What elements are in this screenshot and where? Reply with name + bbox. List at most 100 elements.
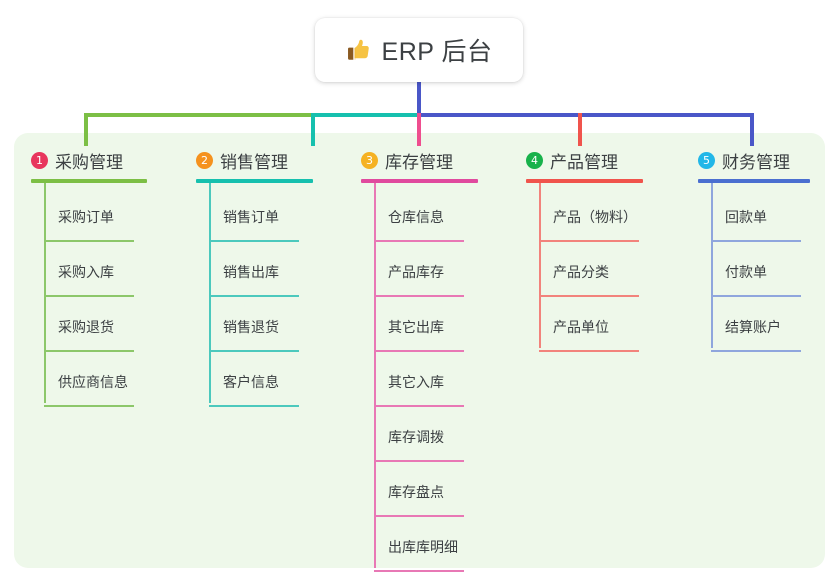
branch-item[interactable]: 产品单位 [526,297,643,352]
branch-title: 采购管理 [55,152,123,172]
branch-item[interactable]: 仓库信息 [361,187,478,242]
connector-drop-finance [750,113,754,146]
branch-item-label: 仓库信息 [388,209,444,225]
branch-item-list: 仓库信息产品库存其它出库其它入库库存调拨库存盘点出库库明细 [361,183,478,572]
branch-header[interactable]: 5 财务管理 [698,143,810,177]
connector-bus-green [84,113,313,117]
branch-item-label: 库存盘点 [388,484,444,500]
branch-title: 库存管理 [385,152,453,172]
root-node[interactable]: ERP 后台 [315,18,523,82]
connector-drop-sales [311,113,315,146]
branch-underline [526,179,643,183]
branch-item-list: 销售订单销售出库销售退货客户信息 [196,183,313,407]
branch-item-label: 产品库存 [388,264,444,280]
connector-drop-product [578,113,582,146]
thumbs-up-icon [347,39,369,60]
branch-item-underline [374,460,464,462]
branch-item-underline [374,515,464,517]
branch-item-underline [374,240,464,242]
branch-item-underline [374,295,464,297]
root-node-content: ERP 后台 [346,32,493,68]
branch-spine [539,183,541,348]
branch-item-label: 付款单 [725,264,767,280]
branch-item-underline [539,350,639,352]
connector-drop-purchasing [84,113,88,146]
branch-underline [698,179,810,183]
branch-column-product: 4 产品管理产品（物料） 产品分类产品单位 [526,143,643,352]
branch-spine [209,183,211,403]
branch-item[interactable]: 销售退货 [196,297,313,352]
branch-item-label: 出库库明细 [388,539,458,555]
branch-item[interactable]: 库存盘点 [361,462,478,517]
branch-header[interactable]: 4 产品管理 [526,143,643,177]
branch-item[interactable]: 产品库存 [361,242,478,297]
branch-item-underline [711,295,801,297]
connector-drop-inventory [417,113,421,146]
branch-item[interactable]: 产品分类 [526,242,643,297]
branch-item-underline [44,295,134,297]
branch-title: 财务管理 [722,152,790,172]
branch-item-underline [209,350,299,352]
branch-item-label: 销售订单 [223,209,279,225]
branch-item-label: 客户信息 [223,374,279,390]
branch-item-label: 其它入库 [388,374,444,390]
branch-item-underline [374,570,464,572]
branch-item[interactable]: 采购入库 [31,242,147,297]
branch-item-underline [374,350,464,352]
branch-index-badge: 5 [698,151,715,169]
branch-item[interactable]: 付款单 [698,242,810,297]
branch-item-label: 回款单 [725,209,767,225]
branch-item[interactable]: 其它入库 [361,352,478,407]
branch-header[interactable]: 3 库存管理 [361,143,478,177]
branch-item-label: 销售出库 [223,264,279,280]
branch-item-underline [209,405,299,407]
branch-underline [361,179,478,183]
branch-item-underline [44,240,134,242]
branch-column-finance: 5 财务管理回款单付款单结算账户 [698,143,810,352]
branch-header[interactable]: 1 采购管理 [31,143,147,177]
branch-item-underline [711,240,801,242]
branch-item[interactable]: 其它出库 [361,297,478,352]
branch-item-underline [44,350,134,352]
branch-spine [44,183,46,403]
branch-item-label: 采购退货 [58,319,114,335]
root-node-label: ERP 后台 [381,38,493,66]
branch-item[interactable]: 销售出库 [196,242,313,297]
branch-item-underline [209,295,299,297]
branch-item[interactable]: 采购退货 [31,297,147,352]
branch-title: 销售管理 [220,152,288,172]
branch-spine [711,183,713,348]
branch-item-underline [374,405,464,407]
branch-item-label: 库存调拨 [388,429,444,445]
branch-item-label: 供应商信息 [58,374,128,390]
branch-item-label: 产品分类 [553,264,609,280]
branch-item[interactable]: 结算账户 [698,297,810,352]
branch-item[interactable]: 客户信息 [196,352,313,407]
branch-index-badge: 4 [526,151,543,169]
branch-item-label: 产品单位 [553,319,609,335]
branch-item-underline [209,240,299,242]
branch-item-list: 采购订单采购入库采购退货供应商信息 [31,183,147,407]
connector-root-stem [417,82,421,114]
branch-item[interactable]: 库存调拨 [361,407,478,462]
branch-item[interactable]: 销售订单 [196,187,313,242]
branch-item[interactable]: 采购订单 [31,187,147,242]
branch-spine [374,183,376,568]
branch-item[interactable]: 供应商信息 [31,352,147,407]
branch-title: 产品管理 [550,152,618,172]
branch-item-label: 产品（物料） [553,209,637,225]
branch-item-label: 销售退货 [223,319,279,335]
branch-item-list: 产品（物料） 产品分类产品单位 [526,183,643,352]
branch-item[interactable]: 出库库明细 [361,517,478,572]
branch-item-label: 采购入库 [58,264,114,280]
branch-item[interactable]: 回款单 [698,187,810,242]
branch-item-label: 其它出库 [388,319,444,335]
branch-item-underline [539,295,639,297]
branch-column-inventory: 3 库存管理仓库信息产品库存其它出库其它入库库存调拨库存盘点出库库明细 [361,143,478,572]
connector-bus-teal [311,113,420,117]
branch-index-badge: 1 [31,151,48,169]
branch-item-underline [44,405,134,407]
branch-item[interactable]: 产品（物料） [526,187,643,242]
branch-index-badge: 3 [361,151,378,169]
